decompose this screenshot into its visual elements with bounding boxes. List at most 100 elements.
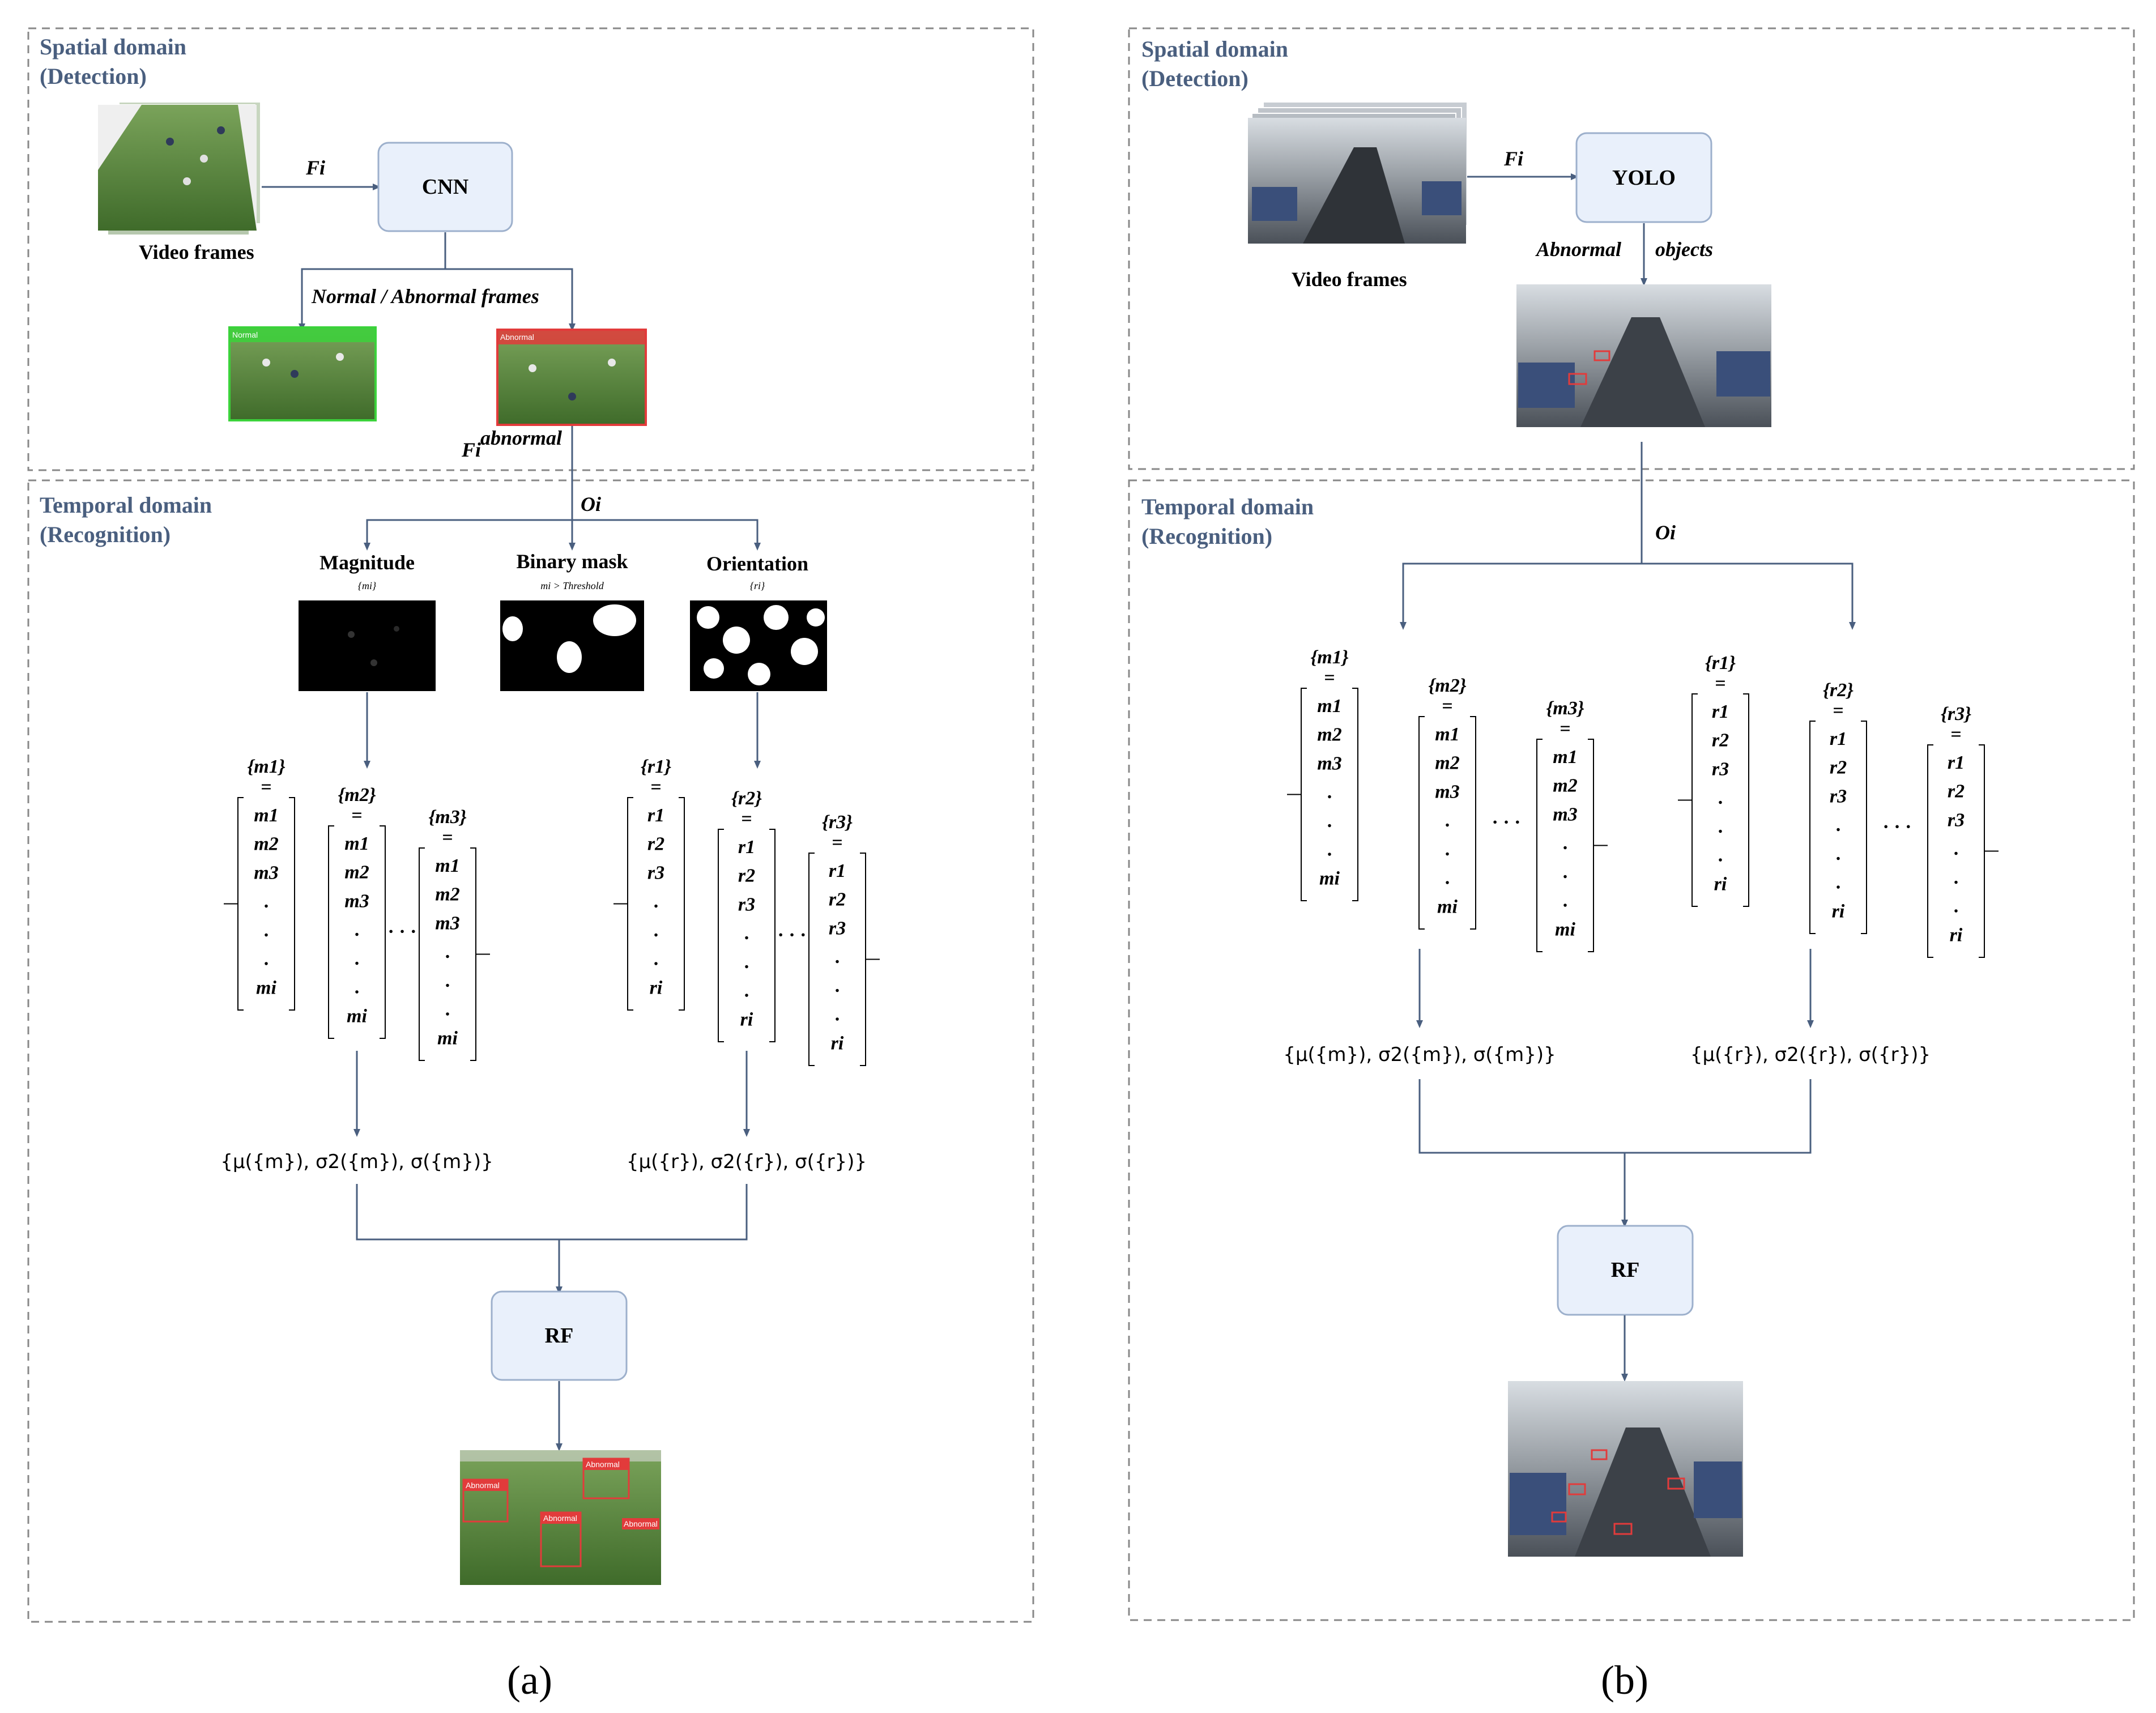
orientation-sub: {ri} bbox=[750, 580, 765, 591]
a-mag-m1-item: m3 bbox=[254, 862, 278, 883]
b-ori-r1-item: r2 bbox=[1712, 730, 1729, 751]
b-mag-m1-right-bracket bbox=[1352, 688, 1358, 901]
b-mag-m3-item: mi bbox=[1555, 919, 1575, 940]
b-ori-r1-header: {r1} bbox=[1705, 653, 1736, 674]
a-ori-r1-equals: = bbox=[650, 777, 661, 798]
b-mag-m2-item: m1 bbox=[1435, 724, 1459, 745]
a-mag-m2-equals: = bbox=[351, 805, 362, 826]
stat-r-b: {μ({r}), σ2({r}), σ({r})} bbox=[1690, 1043, 1931, 1066]
a-ori-r1-item: r2 bbox=[647, 834, 664, 855]
b-ori-r2-equals: = bbox=[1833, 700, 1843, 721]
objects-label-b: objects bbox=[1655, 238, 1713, 261]
b-mag-m1-item: . bbox=[1327, 811, 1332, 832]
a-ori-ellipsis: · · · bbox=[777, 925, 806, 946]
b-mag-m1-item: . bbox=[1327, 840, 1332, 860]
output-tag-4: Abnormal bbox=[624, 1519, 658, 1528]
orientation-vectors-b: {r1}=r1r2r3...ri{r2}=r1r2r3...ri{r3}=r1r… bbox=[1678, 653, 1999, 958]
b-mag-m3-item: . bbox=[1563, 890, 1568, 911]
b-mag-m1-item: m2 bbox=[1317, 725, 1341, 745]
b-ori-r1-item: r1 bbox=[1712, 701, 1729, 722]
b-ori-r3-header: {r3} bbox=[1941, 704, 1971, 725]
recognition-subtitle-a: (Recognition) bbox=[40, 522, 171, 547]
b-ori-r2-left-bracket bbox=[1809, 721, 1816, 934]
a-mag-m3-item: m1 bbox=[435, 855, 459, 876]
b-ori-r1-right-bracket bbox=[1743, 693, 1749, 907]
b-ori-r3-right-bracket bbox=[1979, 744, 1985, 958]
output-frame-b bbox=[1508, 1381, 1743, 1557]
normal-tag: Normal bbox=[232, 330, 258, 339]
orientation-vectors-a: {r1}=r1r2r3...ri{r2}=r1r2r3...ri{r3}=r1r… bbox=[613, 756, 880, 1066]
b-ori-r2-right-bracket bbox=[1861, 721, 1867, 934]
b-mag-m3-item: . bbox=[1563, 862, 1568, 883]
temporal-title-b: Temporal domain bbox=[1141, 494, 1314, 519]
b-ori-r3-item: ri bbox=[1950, 924, 1963, 945]
video-frames-label-b: Video frames bbox=[1292, 268, 1407, 291]
b-ori-r3-item: . bbox=[1954, 838, 1959, 859]
spatial-domain-box-b bbox=[1128, 27, 2135, 470]
a-mag-m3-item: mi bbox=[437, 1028, 458, 1049]
abnormal-label-b: Abnormal bbox=[1535, 238, 1621, 261]
a-mag-m1-item: . bbox=[264, 949, 269, 970]
temporal-title-a: Temporal domain bbox=[40, 492, 212, 518]
output-frame-a bbox=[460, 1450, 661, 1585]
a-mag-m2-item: . bbox=[355, 977, 360, 998]
a-ori-r2-equals: = bbox=[741, 808, 752, 829]
b-mag-m1-header: {m1} bbox=[1310, 647, 1348, 668]
b-mag-ellipsis: · · · bbox=[1492, 812, 1520, 833]
a-ori-r2-item: r1 bbox=[738, 837, 755, 858]
binary-mask-image bbox=[500, 600, 644, 691]
a-mag-m3-equals: = bbox=[442, 827, 453, 848]
a-ori-r1-item: r3 bbox=[647, 862, 664, 883]
b-ori-r1-left-bracket bbox=[1691, 693, 1698, 907]
a-ori-r1-item: . bbox=[654, 891, 659, 912]
b-ori-r2-item: r3 bbox=[1830, 786, 1847, 807]
b-ori-r2-item: ri bbox=[1832, 901, 1845, 922]
a-mag-ellipsis: · · · bbox=[387, 922, 416, 943]
fi-abnormal-base: Fi bbox=[461, 438, 481, 461]
stat-m-a: {μ({m}), σ2({m}), σ({m})} bbox=[220, 1150, 493, 1173]
b-mag-m2-item: . bbox=[1445, 810, 1450, 831]
a-mag-m3-item: m3 bbox=[435, 913, 459, 934]
rf-label-b: RF bbox=[1611, 1258, 1640, 1282]
video-frames-stack-b bbox=[1248, 101, 1468, 244]
a-mag-m1-item: m1 bbox=[254, 805, 278, 826]
a-ori-r3-item: ri bbox=[831, 1033, 844, 1054]
fi-label-b: Fi bbox=[1503, 147, 1523, 170]
rf-box-a bbox=[491, 1290, 628, 1381]
a-mag-m2-item: m2 bbox=[344, 862, 369, 883]
a-mag-m2-item: . bbox=[355, 948, 360, 969]
b-mag-m2-item: mi bbox=[1437, 896, 1458, 917]
magnitude-label: Magnitude bbox=[319, 551, 415, 574]
rf-box-b bbox=[1557, 1225, 1694, 1316]
spatial-title-a: Spatial domain bbox=[40, 34, 186, 59]
normal-frame-thumbnail bbox=[228, 326, 377, 421]
detected-objects-frame bbox=[1516, 284, 1771, 427]
oi-label-b: Oi bbox=[1655, 521, 1676, 544]
a-ori-r2-item: . bbox=[744, 981, 749, 1002]
a-ori-r3-item: r3 bbox=[829, 918, 846, 939]
b-mag-m2-item: m3 bbox=[1435, 781, 1459, 802]
orientation-label: Orientation bbox=[706, 552, 808, 575]
a-mag-m1-item: . bbox=[264, 920, 269, 941]
a-mag-m2-item: m3 bbox=[344, 890, 369, 911]
output-tag-2: Abnormal bbox=[586, 1460, 620, 1469]
a-mag-m1-equals: = bbox=[261, 777, 271, 798]
a-ori-r3-item: r1 bbox=[829, 860, 846, 881]
b-mag-m2-right-bracket bbox=[1470, 716, 1476, 930]
b-ori-r3-equals: = bbox=[1950, 724, 1961, 745]
b-ori-r1-item: . bbox=[1718, 845, 1723, 866]
a-mag-m1-item: mi bbox=[256, 977, 276, 998]
magnitude-vectors-a: {m1}=m1m2m3...mi{m2}=m1m2m3...mi{m3}=m1m… bbox=[224, 756, 490, 1061]
recognition-subtitle-b: (Recognition) bbox=[1141, 523, 1272, 549]
b-mag-m3-item: m1 bbox=[1553, 747, 1577, 768]
b-mag-m3-right-bracket bbox=[1588, 739, 1594, 952]
a-ori-r1-item: . bbox=[654, 949, 659, 970]
b-ori-r3-item: . bbox=[1954, 867, 1959, 888]
magnitude-vectors-b: {m1}=m1m2m3...mi{m2}=m1m2m3...mi{m3}=m1m… bbox=[1287, 647, 1608, 952]
a-ori-r1-item: . bbox=[654, 920, 659, 941]
b-mag-m3-left-bracket bbox=[1536, 739, 1543, 952]
a-mag-m3-item: . bbox=[445, 970, 450, 991]
a-ori-r3-item: . bbox=[835, 947, 840, 968]
stat-r-a: {μ({r}), σ2({r}), σ({r})} bbox=[627, 1150, 867, 1173]
a-mag-m3-header: {m3} bbox=[428, 807, 466, 828]
